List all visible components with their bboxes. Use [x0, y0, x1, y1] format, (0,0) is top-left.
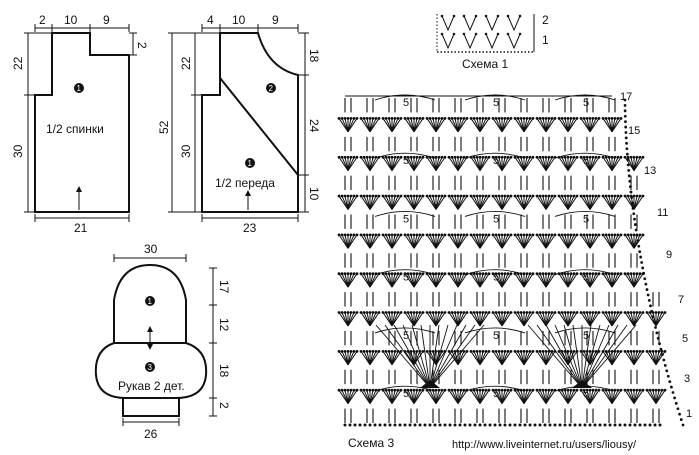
sleeve-marker-b	[145, 362, 155, 372]
scheme-1-title: Схема 1	[462, 57, 508, 71]
svg-text:5: 5	[583, 97, 589, 109]
back-dim-bottom: 21	[74, 221, 88, 235]
svg-text:5: 5	[493, 388, 499, 400]
svg-text:5: 5	[403, 388, 409, 400]
back-label: 1/2 спинки	[46, 122, 104, 136]
scheme-3-row-number: 7	[678, 294, 684, 306]
front-dim-right-top: 18	[307, 49, 321, 63]
front-piece: 4 10 9 52 22 30 18 24 10 23 2 1 1/2 пере…	[157, 13, 321, 235]
scheme-3-row-number: 13	[644, 165, 656, 177]
watermark: http://www.liveinternet.ru/users/liousy/	[452, 439, 637, 451]
front-marker-b-num: 2	[269, 84, 274, 93]
scheme-3-row-number: 15	[628, 125, 640, 137]
back-marker-num: 1	[77, 84, 82, 93]
scheme-3-row-number: 17	[620, 91, 632, 103]
back-dim-right-step: 2	[135, 42, 149, 49]
svg-text:5: 5	[403, 97, 409, 109]
scheme-1-symbols	[436, 14, 535, 53]
sleeve-dim-r2: 12	[217, 318, 231, 332]
sleeve-dim-r4: 2	[217, 402, 231, 409]
svg-text:5: 5	[493, 97, 499, 109]
sleeve-dim-top: 30	[144, 242, 158, 256]
svg-text:5: 5	[583, 272, 589, 284]
svg-text:5: 5	[403, 155, 409, 167]
svg-text:5: 5	[493, 272, 499, 284]
front-dim-top-a: 4	[207, 13, 214, 27]
front-dim-left-top: 22	[179, 56, 193, 70]
front-dim-top-b: 10	[232, 13, 246, 27]
svg-text:5: 5	[583, 155, 589, 167]
back-dim-left-top: 22	[11, 56, 25, 70]
sleeve-marker-a-num: 1	[148, 297, 153, 306]
scheme-1-row-1: 1	[542, 33, 549, 47]
sleeve-marker-a	[145, 296, 155, 306]
svg-text:5: 5	[493, 330, 499, 342]
scheme-3-row-number: 9	[666, 249, 672, 261]
front-dim-left-total: 52	[157, 120, 171, 134]
scheme-3-row-number: 3	[684, 373, 690, 385]
scheme-3-row-number: 11	[657, 207, 668, 219]
front-marker-b	[266, 83, 276, 93]
sleeve-marker-b-num: 3	[148, 363, 153, 372]
front-label: 1/2 переда	[215, 176, 275, 190]
front-dim-left-bottom: 30	[179, 144, 193, 158]
scheme-3-row-numbers: 17 15 13 11 9 7 5 3 1	[620, 91, 692, 420]
front-dim-bottom: 23	[243, 221, 257, 235]
scheme-3-chart: 5 5 5 5 5 5 5 5 5 5 5 5 5 5 5 5 5 5	[337, 94, 685, 427]
back-piece: 2 10 9 2 22 30 21 1 1/2 спинки	[11, 13, 149, 235]
sleeve-dim-r1: 17	[217, 280, 231, 294]
front-dim-right-bottom: 10	[307, 187, 321, 201]
scheme-3: 5 5 5 5 5 5 5 5 5 5 5 5 5 5 5 5 5 5 Схема 3 17 15 13 11 9 7 5 3 1	[337, 91, 692, 450]
back-dim-top-c: 9	[103, 13, 110, 27]
scheme-3-title: Схема 3	[348, 436, 394, 450]
scheme-3-row-number: 5	[682, 333, 688, 345]
back-marker	[74, 83, 84, 93]
svg-text:5: 5	[583, 330, 589, 342]
scheme-1-row-2: 2	[542, 13, 549, 27]
svg-text:5: 5	[583, 388, 589, 400]
sleeve-dim-r3: 18	[217, 364, 231, 378]
scheme-3-row-number: 1	[686, 408, 692, 420]
front-marker-a-num: 1	[248, 159, 253, 168]
front-dim-right-mid: 24	[307, 119, 321, 133]
svg-text:5: 5	[403, 330, 409, 342]
back-dim-left-bottom: 30	[11, 144, 25, 158]
svg-text:5: 5	[493, 155, 499, 167]
front-marker-a	[245, 158, 255, 168]
back-dim-top-b: 10	[64, 13, 78, 27]
front-dim-top-c: 9	[272, 13, 279, 27]
sleeve-dim-bottom: 26	[144, 427, 158, 441]
svg-text:5: 5	[403, 272, 409, 284]
scheme-1: 2 1 Схема 1	[436, 13, 549, 71]
svg-text:5: 5	[403, 213, 409, 225]
sleeve-piece: 30 17 12 18 2 26 1 3 Рукав 2 дет.	[94, 242, 231, 441]
sleeve-label: Рукав 2 дет.	[118, 379, 185, 393]
svg-text:5: 5	[583, 213, 589, 225]
back-dim-top-a: 2	[39, 13, 46, 27]
svg-text:5: 5	[493, 213, 499, 225]
